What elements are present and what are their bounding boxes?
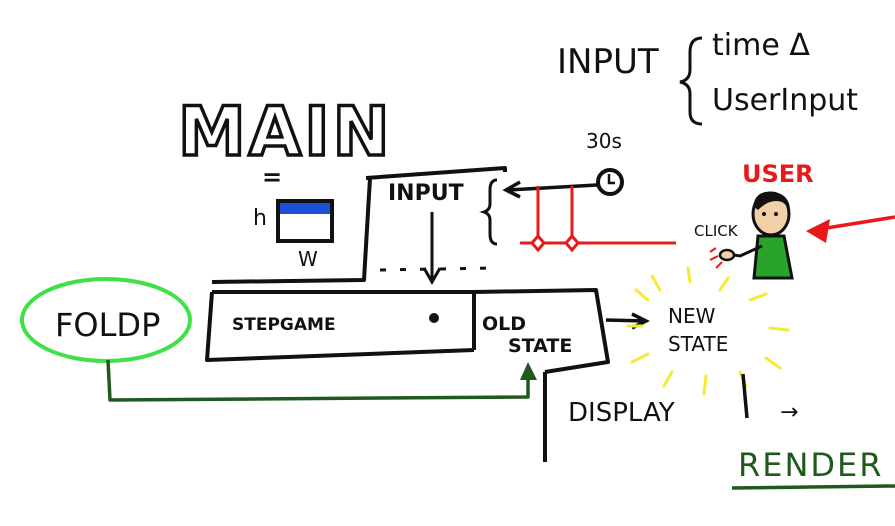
display-arrow: → — [780, 400, 798, 425]
render-underline — [731, 484, 895, 490]
user-body — [752, 234, 794, 280]
red-diamond-1 — [530, 233, 546, 253]
input-panel: INPUT — [211, 166, 507, 286]
clock-icon — [596, 168, 624, 196]
render-section: RENDER — [731, 446, 895, 490]
window-icon — [276, 199, 334, 243]
new-state-glow — [626, 266, 790, 396]
timer-to-input-arrow — [502, 180, 598, 199]
new-label: NEW — [668, 304, 716, 328]
height-label: h — [253, 206, 267, 231]
foldp-feedback — [106, 359, 537, 402]
foldp-node: FOLDP — [20, 277, 192, 363]
user-input-arrowhead — [806, 219, 830, 243]
timer-label: 30s — [586, 129, 622, 153]
render-label: RENDER — [738, 446, 883, 484]
old-state-label: STATE — [508, 335, 572, 357]
input-legend: INPUT time Δ UserInput — [557, 28, 858, 126]
input-box-label: INPUT — [388, 181, 464, 206]
stepgame-box: STEPGAME — [205, 290, 476, 362]
main-title-text: MAIN — [178, 93, 393, 172]
old-state-box: OLD STATE — [473, 288, 610, 462]
new-state-label: STATE — [668, 332, 728, 356]
display-line — [741, 373, 749, 419]
equals-sign: = — [262, 163, 282, 191]
click-label: CLICK — [694, 222, 739, 240]
timer-group: 30s — [502, 129, 676, 253]
legend-brace — [679, 36, 703, 126]
display-label: DISPLAY — [568, 398, 675, 428]
foldp-label: FOLDP — [55, 306, 160, 344]
input-box-brace — [479, 178, 498, 246]
user-input-label: UserInput — [712, 83, 858, 118]
user-label: USER — [742, 160, 814, 188]
input-legend-label: INPUT — [557, 42, 659, 82]
click-sparks — [709, 247, 723, 269]
new-state-node: NEW STATE — [626, 266, 790, 396]
width-label: W — [298, 247, 318, 271]
stepgame-dot — [429, 313, 439, 323]
main-title: MAIN — [176, 91, 393, 174]
window-icon-group: = h W — [253, 163, 334, 271]
red-wires — [520, 186, 676, 245]
time-delta-label: time Δ — [712, 28, 810, 63]
red-diamond-2 — [564, 233, 580, 253]
old-label: OLD — [482, 313, 526, 335]
user-head — [751, 191, 791, 237]
foldp-feedback-arrowhead — [520, 362, 537, 380]
display-section: DISPLAY → — [568, 373, 798, 428]
foldp-ellipse — [20, 277, 192, 363]
window-titlebar — [280, 203, 330, 214]
user-figure: USER CLICK — [694, 160, 895, 280]
user-hand — [718, 248, 736, 262]
input-to-stepgame-arrow — [422, 212, 442, 286]
stepgame-label: STEPGAME — [232, 315, 336, 335]
